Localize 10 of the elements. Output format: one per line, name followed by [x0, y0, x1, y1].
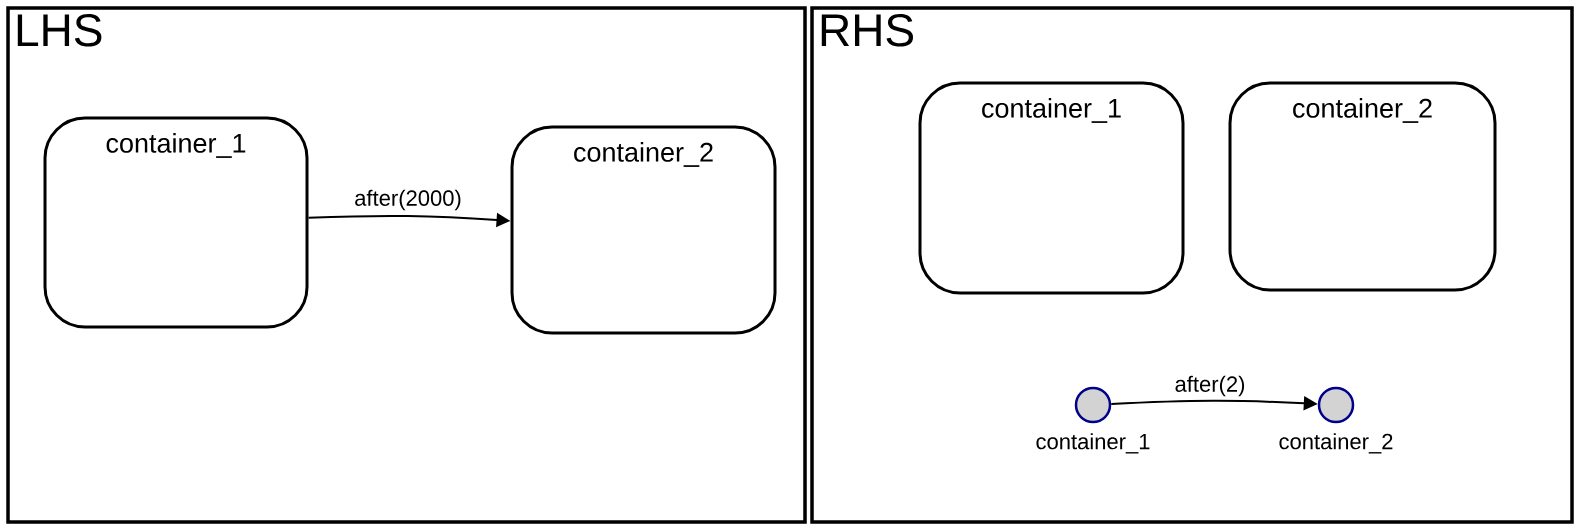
state-box: container_2: [1228, 81, 1497, 292]
edge-label: after(2): [1175, 375, 1245, 397]
state-box: container_1: [918, 81, 1185, 295]
node-caption: container_2: [1279, 433, 1393, 454]
state-box: container_1: [43, 116, 309, 329]
state-dot: [1074, 386, 1112, 424]
state-box: container_2: [510, 125, 777, 335]
state-dot: [1317, 386, 1355, 424]
edge-label: after(2000): [355, 189, 461, 211]
node-caption: container_1: [1036, 433, 1150, 454]
